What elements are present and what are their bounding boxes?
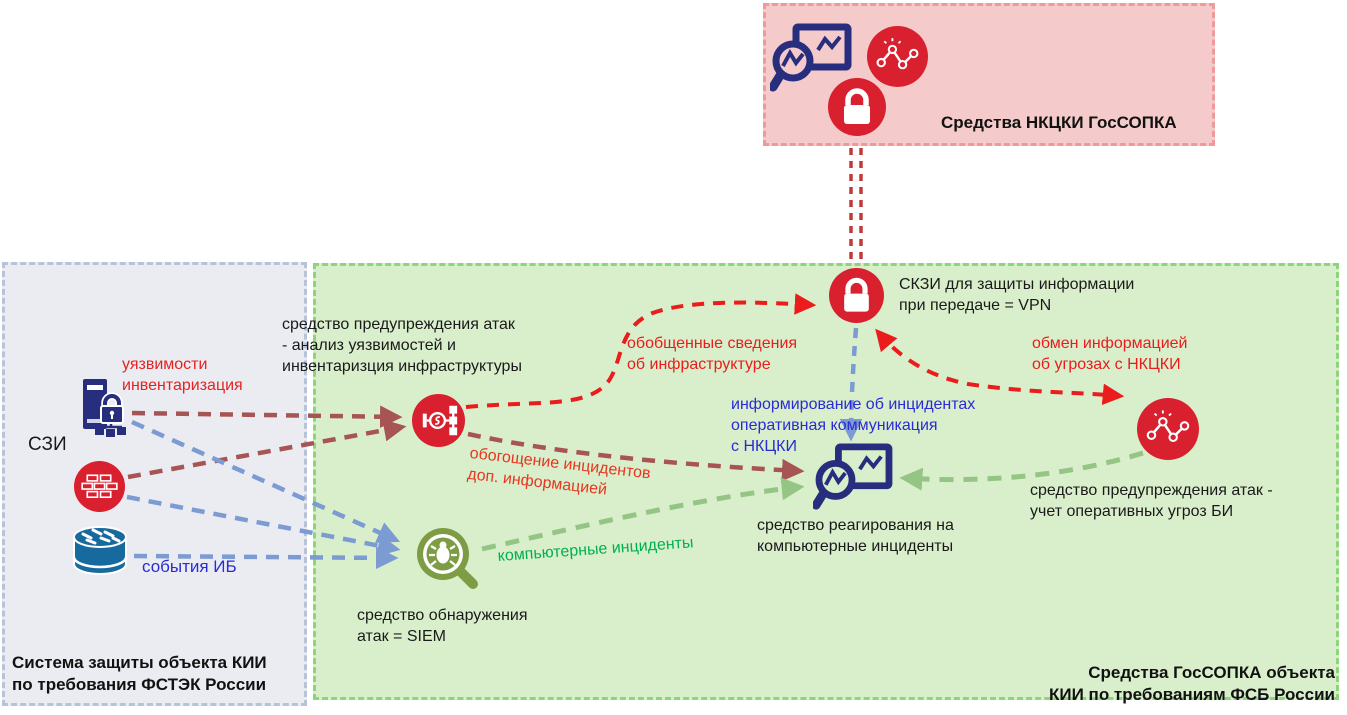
- siem-node-label: средство обнаружения атак = SIEM: [357, 607, 528, 645]
- vpn-lock-icon: [829, 268, 884, 323]
- exchange-edge-label: обмен информацией об угрозах с НКЦКИ: [1032, 335, 1188, 373]
- threat-intel-node-label: средство предупреждения атак - учет опер…: [1030, 482, 1273, 520]
- scanner-node-label: средство предупреждения атак - анализ уя…: [282, 316, 522, 375]
- threat-intel-graph-icon: [1137, 398, 1199, 460]
- network-graph-icon: [867, 26, 928, 87]
- siem-bug-magnifier-icon: [415, 526, 481, 592]
- inform-edge-label: информирование об инцидентах оперативная…: [731, 396, 976, 455]
- monitor-analysis-icon: [768, 22, 852, 94]
- vuln-inventory-label: уязвимости инвентаризация: [122, 356, 243, 394]
- fsb-region-title: Средства ГосСОПКА объекта КИИ по требова…: [1049, 663, 1335, 704]
- firewall-icon: [74, 461, 125, 512]
- database-icon: [71, 525, 129, 578]
- vpn-node-label: СКЗИ для защиты информации при передаче …: [899, 276, 1135, 314]
- incident-response-monitor-icon: [811, 442, 893, 512]
- network-scanner-icon: [412, 394, 465, 447]
- ib-events-label: события ИБ: [142, 557, 237, 576]
- summary-edge-label: обобщенные сведения об инфраструктуре: [627, 335, 798, 373]
- szi-label: СЗИ: [28, 434, 67, 455]
- fstek-region-box: [2, 262, 307, 706]
- server-lock-icon: [77, 377, 127, 439]
- fstek-region-title: Система защиты объекта КИИ по требования…: [12, 653, 267, 694]
- lock-icon: [828, 78, 886, 136]
- nkcki-region-title: Средства НКЦКИ ГосСОПКА: [941, 113, 1177, 132]
- response-node-label: средство реагирования на компьютерные ин…: [757, 517, 954, 555]
